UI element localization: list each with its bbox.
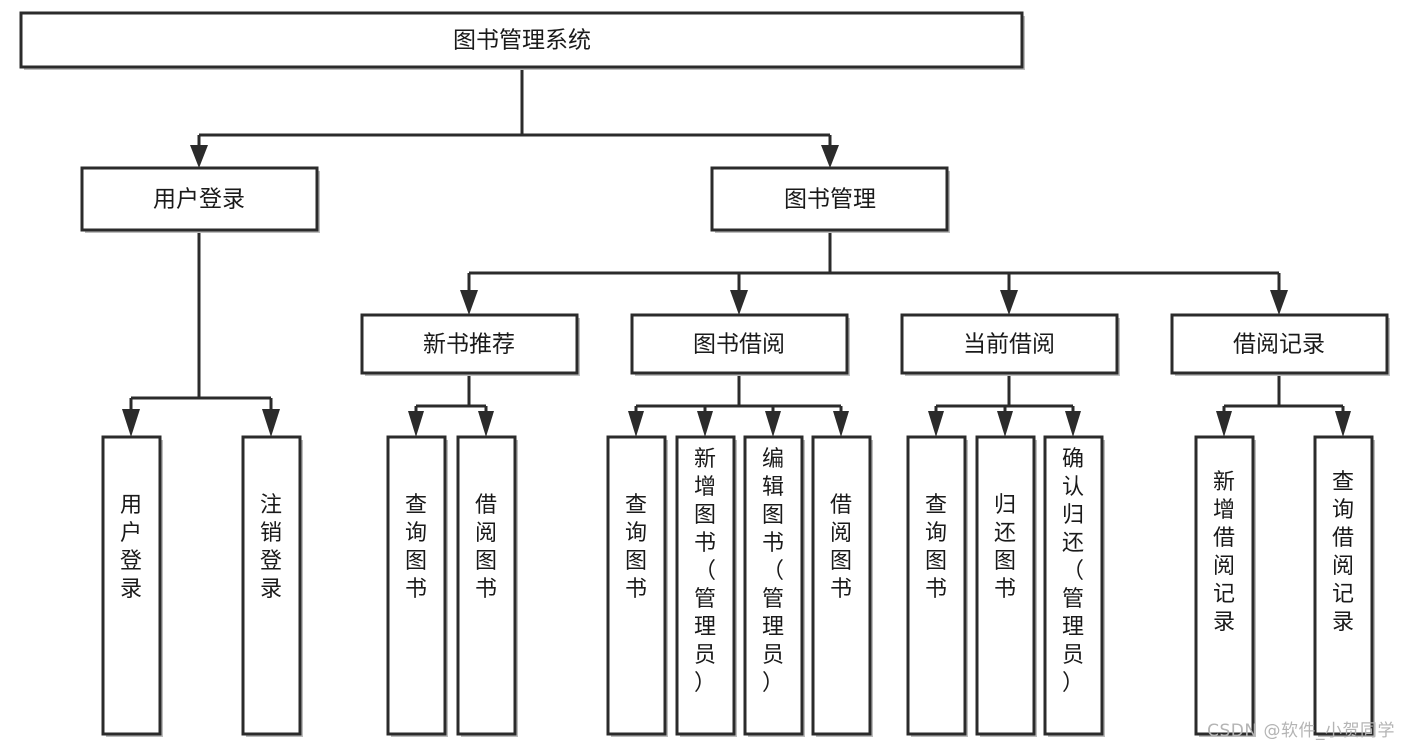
arrow-bm-to-new-book-recommend — [460, 290, 478, 315]
node-book-manage[interactable]: 图书管理 — [710, 166, 950, 233]
leaf-node-layer: 用户登录 注销登录 查询图书 借阅图书 查询图书 — [101, 435, 1375, 737]
node-borrow-record-label: 借阅记录 — [1233, 332, 1325, 358]
arrow-bb-to-leaf3 — [765, 411, 781, 437]
leaf-node-confirm-return[interactable]: 确认归还（管理员） — [1043, 435, 1105, 737]
leaf-user-login-label: 用户登录 — [120, 493, 142, 602]
leaf-node-logout-login[interactable]: 注销登录 — [241, 435, 303, 737]
leaf-node-query-book-1[interactable]: 查询图书 — [386, 435, 448, 737]
leaf-edit-book-box — [743, 435, 804, 736]
leaf-logout-login-label: 注销登录 — [260, 493, 282, 602]
leaf-query-book-2-box — [606, 435, 667, 736]
node-root-label: 图书管理系统 — [453, 28, 591, 54]
arrow-user-login-to-leaf2 — [262, 409, 280, 437]
leaf-edit-book-label: 编辑图书（管理员） — [762, 447, 784, 696]
leaf-node-query-record[interactable]: 查询借阅记录 — [1313, 435, 1375, 737]
node-root-box — [19, 11, 1024, 69]
node-book-manage-label: 图书管理 — [784, 187, 876, 213]
node-current-borrow-label: 当前借阅 — [963, 332, 1055, 358]
arrow-root-to-user-login — [190, 145, 208, 168]
leaf-node-query-book-2[interactable]: 查询图书 — [606, 435, 668, 737]
leaf-return-book-label: 归还图书 — [994, 493, 1016, 602]
leaf-node-borrow-book-2[interactable]: 借阅图书 — [811, 435, 873, 737]
arrow-root-to-book-manage — [821, 145, 839, 168]
node-book-borrow-label: 图书借阅 — [693, 332, 785, 358]
leaf-borrow-book-1-label: 借阅图书 — [475, 493, 497, 602]
node-user-login-box — [80, 166, 319, 232]
node-book-borrow[interactable]: 图书借阅 — [630, 313, 850, 376]
arrow-bb-to-leaf4 — [833, 411, 849, 437]
leaf-query-record-box — [1313, 435, 1374, 736]
arrow-user-login-to-leaf1 — [122, 409, 140, 437]
leaf-query-book-1-label: 查询图书 — [405, 493, 427, 602]
leaf-node-query-book-3[interactable]: 查询图书 — [906, 435, 968, 737]
node-new-book-recommend[interactable]: 新书推荐 — [360, 313, 580, 376]
leaf-node-borrow-book-1[interactable]: 借阅图书 — [456, 435, 518, 737]
leaf-query-record-label: 查询借阅记录 — [1332, 470, 1354, 635]
leaf-add-record-box — [1194, 435, 1255, 736]
arrow-nbr-to-leaf2 — [478, 411, 494, 437]
leaf-confirm-return-box — [1043, 435, 1104, 736]
leaf-query-book-3-box — [906, 435, 967, 736]
leaf-add-book-label: 新增图书（管理员） — [694, 447, 716, 696]
node-borrow-record-box — [1170, 313, 1389, 375]
leaf-query-book-1-box — [386, 435, 447, 736]
leaf-add-record-label: 新增借阅记录 — [1213, 470, 1235, 635]
leaf-add-book-box — [675, 435, 736, 736]
leaf-borrow-book-2-label: 借阅图书 — [830, 493, 852, 602]
leaf-node-edit-book[interactable]: 编辑图书（管理员） — [743, 435, 805, 737]
node-current-borrow[interactable]: 当前借阅 — [900, 313, 1120, 376]
leaf-query-book-2-label: 查询图书 — [625, 493, 647, 602]
node-book-borrow-box — [630, 313, 849, 375]
leaf-confirm-return-label: 确认归还（管理员） — [1062, 447, 1084, 696]
leaf-return-book-box — [975, 435, 1036, 736]
node-new-book-recommend-box — [360, 313, 579, 375]
leaf-borrow-book-1-box — [456, 435, 517, 736]
arrow-nbr-to-leaf1 — [408, 411, 424, 437]
node-user-login[interactable]: 用户登录 — [80, 166, 320, 233]
arrow-cb-to-leaf2 — [997, 411, 1013, 437]
leaf-logout-login-box — [241, 435, 302, 736]
arrow-bb-to-leaf2 — [697, 411, 713, 437]
leaf-user-login-box — [101, 435, 162, 736]
arrow-bm-to-borrow-record — [1270, 290, 1288, 315]
leaf-node-add-record[interactable]: 新增借阅记录 — [1194, 435, 1256, 737]
node-borrow-record[interactable]: 借阅记录 — [1170, 313, 1390, 376]
arrow-bm-to-current-borrow — [1000, 290, 1018, 315]
node-root[interactable]: 图书管理系统 — [19, 11, 1025, 70]
arrow-br-to-leaf2 — [1335, 411, 1351, 437]
leaf-node-add-book[interactable]: 新增图书（管理员） — [675, 435, 737, 737]
leaf-node-return-book[interactable]: 归还图书 — [975, 435, 1037, 737]
arrow-bm-to-book-borrow — [730, 290, 748, 315]
node-current-borrow-box — [900, 313, 1119, 375]
connector-layer — [122, 68, 1351, 437]
node-book-manage-box — [710, 166, 949, 232]
arrow-cb-to-leaf1 — [928, 411, 944, 437]
arrow-cb-to-leaf3 — [1065, 411, 1081, 437]
arrow-bb-to-leaf1 — [628, 411, 644, 437]
leaf-query-book-3-label: 查询图书 — [925, 493, 947, 602]
arrow-br-to-leaf1 — [1216, 411, 1232, 437]
node-new-book-recommend-label: 新书推荐 — [423, 332, 515, 358]
leaf-node-user-login[interactable]: 用户登录 — [101, 435, 163, 737]
leaf-borrow-book-2-box — [811, 435, 872, 736]
node-user-login-label: 用户登录 — [153, 187, 245, 213]
